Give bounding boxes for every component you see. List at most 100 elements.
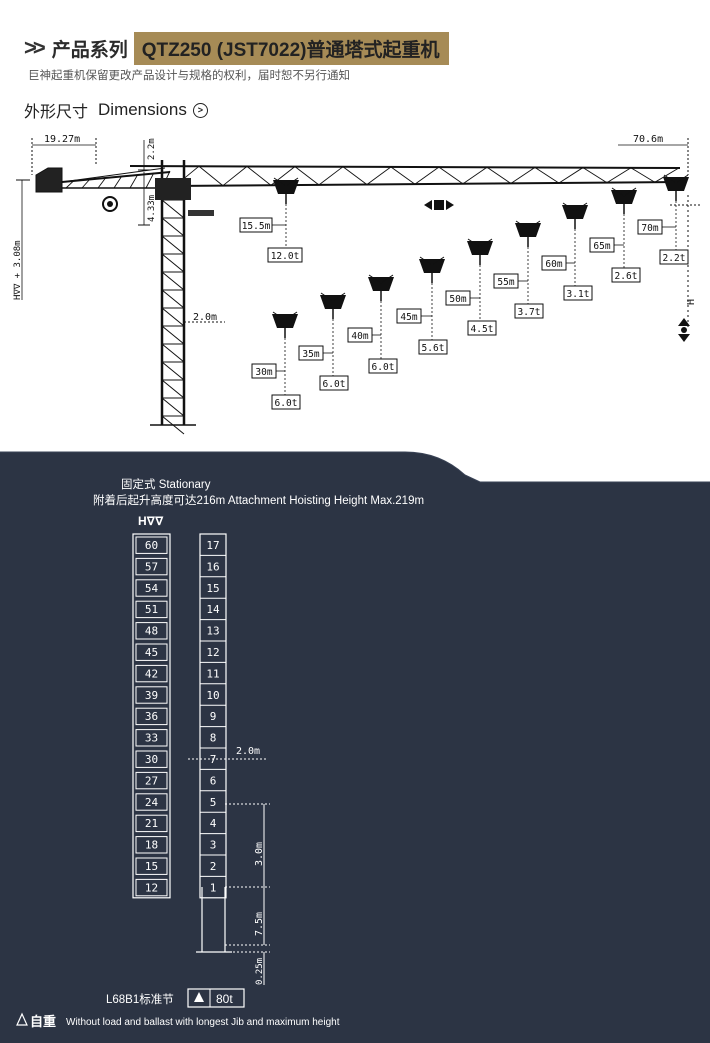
section-number: 2: [210, 860, 217, 873]
section-number: 3: [210, 839, 217, 852]
height-cell: [135, 793, 168, 811]
section-number: 17: [206, 539, 219, 552]
height-value: 18: [145, 839, 158, 852]
hook-height-label: H: [686, 299, 697, 305]
height-value: 60: [145, 539, 158, 552]
panel-background: [0, 452, 710, 1043]
load-radius: 50m: [449, 294, 466, 305]
model-label: QTZ250 (JST7022)普通塔式起重机: [133, 31, 450, 65]
load-value: 2.2t: [663, 253, 686, 264]
load-radius: 40m: [351, 331, 368, 342]
height-cell: [135, 643, 168, 661]
section-number: 6: [210, 774, 217, 787]
load-radius: 45m: [400, 312, 417, 323]
section-width: 2.0m: [236, 746, 260, 757]
base-label: L68B1标准节: [106, 993, 174, 1006]
load-radius: 30m: [255, 367, 272, 378]
section-number: 8: [210, 732, 217, 745]
section-number: 15: [206, 582, 219, 595]
height-value: 57: [145, 560, 158, 573]
load-point: 60m 3.1t: [541, 202, 593, 301]
footnote: Without load and ballast with longest Ji…: [66, 1017, 340, 1028]
height-cell: [135, 878, 168, 897]
load-value: 6.0t: [275, 398, 298, 409]
tower-width: 2.0m: [193, 312, 217, 323]
height-cell: [135, 557, 168, 576]
section-number: 13: [206, 625, 219, 638]
section-number: 10: [206, 689, 219, 702]
hook-block-icon: [515, 223, 541, 237]
hook-block-icon: [611, 190, 637, 204]
total-height: H∇∇ + 3.08m: [13, 240, 23, 300]
load-radius: 65m: [593, 241, 610, 252]
product-header: >> 产品系列 QTZ250 (JST7022)普通塔式起重机: [24, 31, 450, 65]
height-cell: [135, 771, 168, 790]
tower-truss: [161, 199, 185, 435]
height-header: H∇∇: [138, 514, 164, 528]
section-number: 5: [210, 796, 217, 809]
dimensions-title-en: Dimensions: [98, 100, 187, 119]
counter-jib-length: 19.27m: [44, 134, 80, 145]
load-value: 4.5t: [471, 324, 494, 335]
height-cell: [135, 729, 168, 747]
disclaimer: 巨神起重机保留更改产品设计与规格的权利，届时恕不另行通知: [28, 70, 350, 82]
load-radius: 35m: [302, 349, 319, 360]
height-cell: [135, 600, 168, 619]
hook-block-icon: [467, 241, 493, 255]
tower-table: 6057545148454239363330272421181512171615…: [132, 533, 227, 899]
height-cell: [135, 664, 168, 683]
dimensions-title: 外形尺寸 Dimensions >: [24, 98, 208, 122]
height-cell: [135, 536, 168, 554]
load-radius: 55m: [497, 277, 514, 288]
crane-elevation-drawing: 19.27m 70.6m 2.2m 4.33m H∇∇ + 3.08m 2.0m…: [13, 134, 700, 435]
double-chevron-icon: >>: [24, 35, 46, 60]
height-cell: [135, 836, 168, 854]
section-number: 16: [206, 560, 219, 573]
load-radius: 60m: [545, 259, 562, 270]
weight-icon: [194, 992, 204, 1002]
height-cell: [135, 707, 168, 726]
load-value: 3.1t: [567, 289, 590, 300]
height-cell: [135, 579, 168, 597]
hook-block-icon: [273, 180, 299, 194]
load-value: 6.0t: [323, 379, 346, 390]
self-weight-icon: [16, 1012, 28, 1026]
stationary-title: 固定式 Stationary: [121, 477, 211, 491]
section-number: 9: [210, 710, 217, 723]
height-value: 48: [145, 625, 158, 638]
base-weight: 80t: [216, 992, 233, 1006]
hook-block-icon: [320, 295, 346, 309]
hook-block-icon: [663, 177, 689, 191]
height-value: 54: [145, 582, 159, 595]
height-cell: [135, 750, 168, 768]
stationary-panel: 固定式 Stationary 附着后起升高度可达216m Attachment …: [0, 451, 710, 1043]
height-value: 21: [145, 817, 158, 830]
anchor-height: 0.25m: [255, 958, 265, 985]
height-cell: [135, 622, 168, 640]
arrow-circle-icon: >: [192, 102, 208, 118]
height-cell: [135, 814, 168, 833]
height-value: 30: [145, 753, 158, 766]
load-point: 50m 4.5t: [445, 238, 497, 336]
height-cell: [135, 686, 168, 704]
load-chart: 15.5m12.0t30m6.0t35m6.0t40m6.0t45m5.6t50…: [239, 174, 689, 410]
load-radius: 70m: [641, 223, 658, 234]
height-value: 33: [145, 732, 158, 745]
height-value: 42: [145, 667, 158, 680]
top-height: 2.2m: [147, 138, 157, 160]
section-height: 3.0m: [254, 842, 265, 866]
section-number: 12: [206, 646, 219, 659]
attachment-note: 附着后起升高度可达216m Attachment Hoisting Height…: [93, 493, 424, 507]
head-height: 4.33m: [147, 195, 157, 222]
height-value: 51: [145, 603, 158, 616]
height-cell: [135, 857, 168, 875]
height-value: 24: [145, 796, 159, 809]
dimensions-title-cn: 外形尺寸: [24, 104, 89, 121]
height-value: 27: [145, 774, 158, 787]
section-number: 4: [210, 817, 217, 830]
jib-length: 70.6m: [633, 134, 663, 145]
load-value: 3.7t: [518, 307, 541, 318]
